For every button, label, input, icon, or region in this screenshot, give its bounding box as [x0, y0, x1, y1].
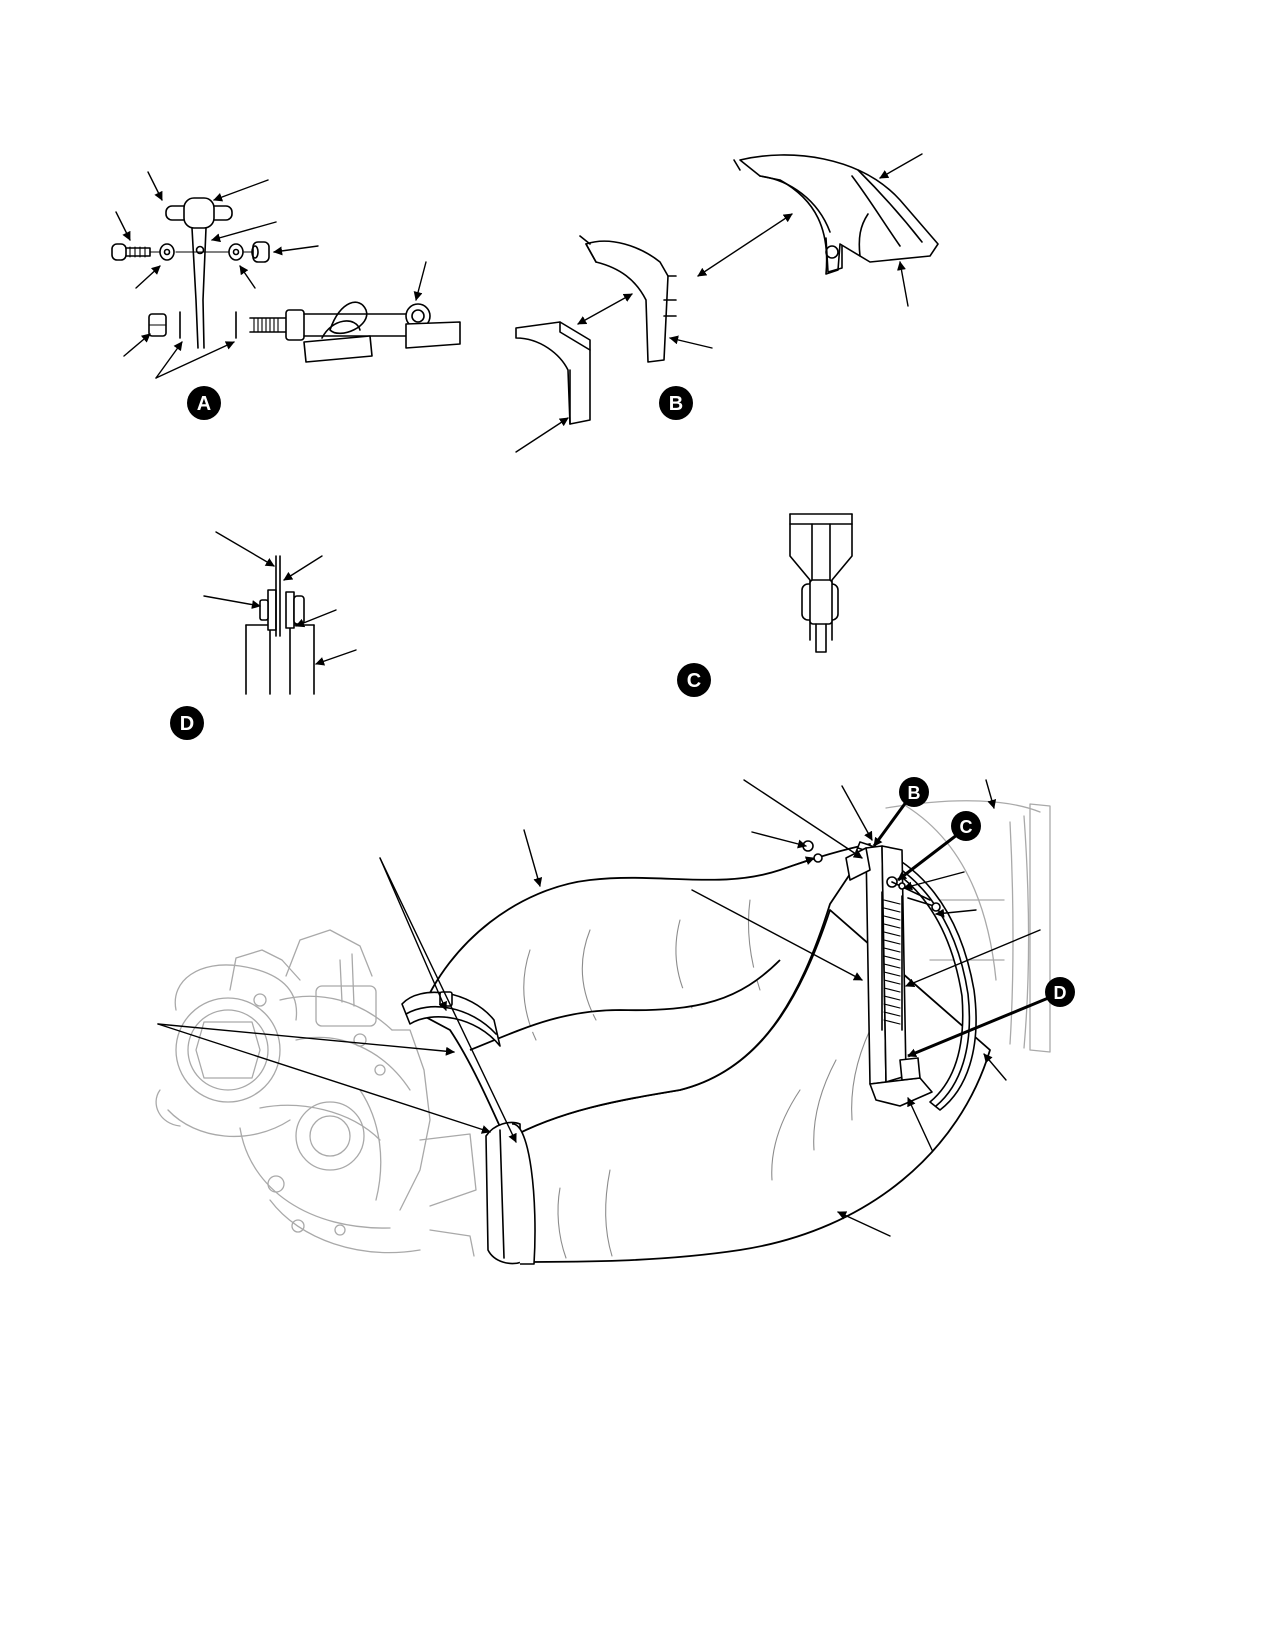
engine-ghost [155, 929, 477, 1257]
callout-main-b: B [899, 777, 929, 807]
washer [159, 243, 175, 261]
main-view-leaders [157, 779, 1041, 1237]
washer-right [228, 243, 244, 261]
detail-d-section [245, 555, 315, 695]
callout-detail-d: D [170, 706, 204, 740]
callout-main-d: D [1045, 977, 1075, 1007]
callout-detail-b: B [659, 386, 693, 420]
callout-d-label: D [180, 713, 194, 735]
detail-a-leaders [115, 171, 427, 379]
bolt [111, 243, 151, 261]
detail-d-leaders [203, 531, 357, 666]
exhaust-fairing-ghost [885, 800, 1051, 1053]
detail-c-section [789, 513, 853, 653]
spring-seal-assembly [845, 845, 933, 1107]
callout-c-label: C [687, 670, 701, 692]
threaded-rod [249, 309, 421, 341]
callout-main-c: C [951, 811, 981, 841]
bracket-fitting [303, 303, 461, 363]
callout-detail-c: C [677, 663, 711, 697]
main-callout-c-label: C [960, 817, 973, 837]
main-callout-d-label: D [1054, 983, 1067, 1003]
callout-b-label: B [669, 393, 683, 415]
detail-a-linkage [111, 197, 461, 363]
seal-piece-lower [515, 321, 591, 425]
seal-piece-middle [579, 235, 677, 363]
seal-piece-upper [733, 154, 939, 275]
callout-detail-a: A [187, 386, 221, 420]
spring-clip [321, 301, 368, 339]
callout-a-label: A [197, 393, 211, 415]
main-callout-b-label: B [908, 783, 921, 803]
self-locking-nut [251, 241, 270, 263]
jam-nut [148, 313, 167, 337]
duct-inner-bend [469, 959, 781, 1051]
clevis-body [165, 197, 233, 349]
detail-b-leaders [515, 153, 923, 453]
lower-duct-flange-clamp [485, 1121, 536, 1265]
detail-b-seal-pieces [515, 154, 939, 425]
